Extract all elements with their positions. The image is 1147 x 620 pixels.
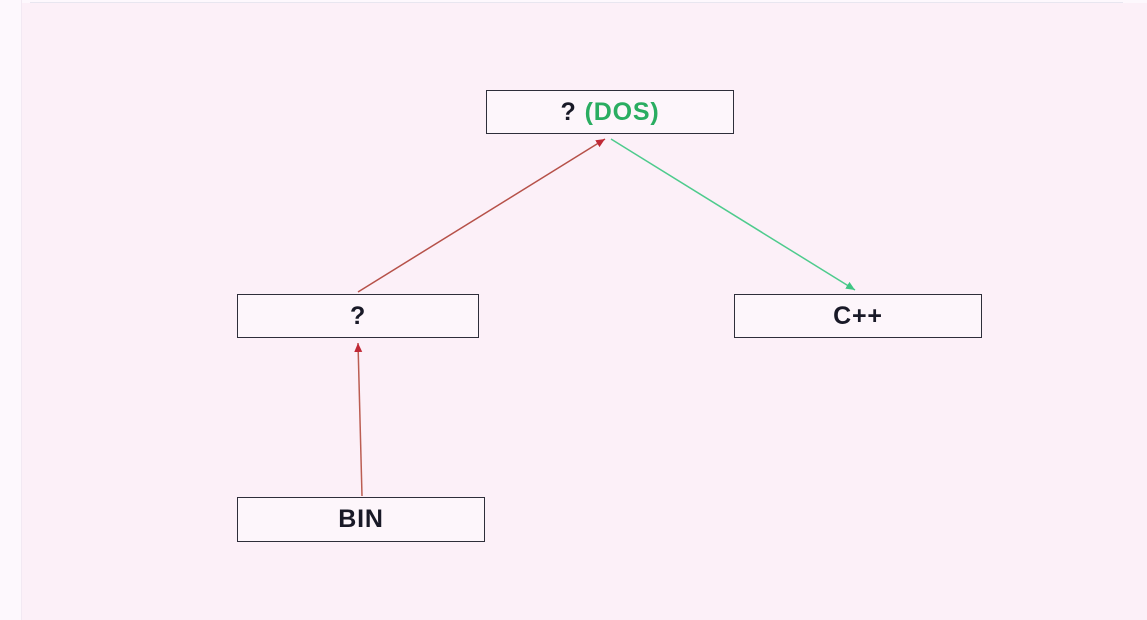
node-dos-question-label: ? [560,97,577,126]
node-bin-label: BIN [338,505,384,533]
node-dos-paren-label: (DOS) [584,97,660,126]
node-cpp[interactable]: C++ [734,294,982,338]
node-bin[interactable]: BIN [237,497,485,542]
left-gutter [0,0,22,620]
node-question-label: ? [349,301,367,330]
top-border-line [30,2,1123,3]
node-question[interactable]: ? [237,294,479,338]
node-cpp-label: C++ [833,301,883,330]
node-dos[interactable]: ? (DOS) [486,90,734,134]
